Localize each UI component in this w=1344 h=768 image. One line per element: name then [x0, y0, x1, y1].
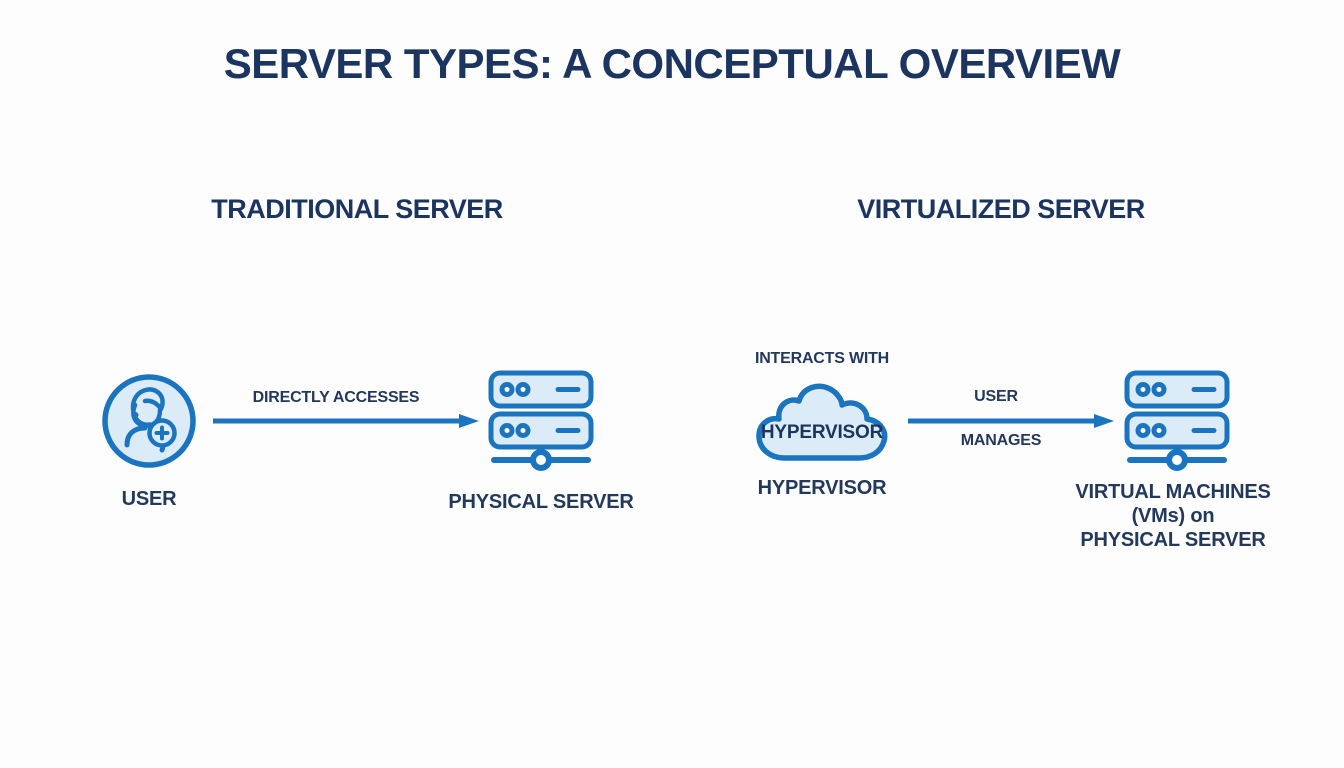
section-header-virtualized: VIRTUALIZED SERVER: [857, 194, 1145, 224]
virtual-machines-label-line1: VIRTUAL MACHINES: [1075, 481, 1271, 503]
user-icon: [99, 371, 199, 471]
page-title: SERVER TYPES: A CONCEPTUAL OVERVIEW: [223, 40, 1121, 87]
arrow-label-directly-accesses: DIRECTLY ACCESSES: [252, 389, 420, 406]
arrow-label-user: USER: [974, 388, 1018, 405]
hypervisor-label: HYPERVISOR: [757, 477, 887, 499]
arrow-right-icon: [213, 413, 479, 429]
arrow-right-icon: [908, 413, 1114, 429]
virtual-machines-server-icon: [1124, 370, 1230, 474]
hypervisor-cloud-icon: [751, 376, 893, 468]
virtual-machines-label: VIRTUAL MACHINES (VMs) on PHYSICAL SERVE…: [1063, 480, 1283, 552]
physical-server-label: PHYSICAL SERVER: [448, 491, 634, 513]
section-header-traditional: TRADITIONAL SERVER: [211, 194, 503, 224]
user-label: USER: [121, 488, 177, 510]
interacts-with-label: INTERACTS WITH: [754, 350, 890, 367]
virtual-machines-label-line3: PHYSICAL SERVER: [1080, 529, 1266, 551]
virtual-machines-label-line2: (VMs) on: [1131, 505, 1215, 527]
physical-server-icon: [488, 370, 594, 474]
hypervisor-cloud-text: HYPERVISOR: [760, 422, 884, 443]
arrow-label-manages: MANAGES: [960, 432, 1042, 449]
